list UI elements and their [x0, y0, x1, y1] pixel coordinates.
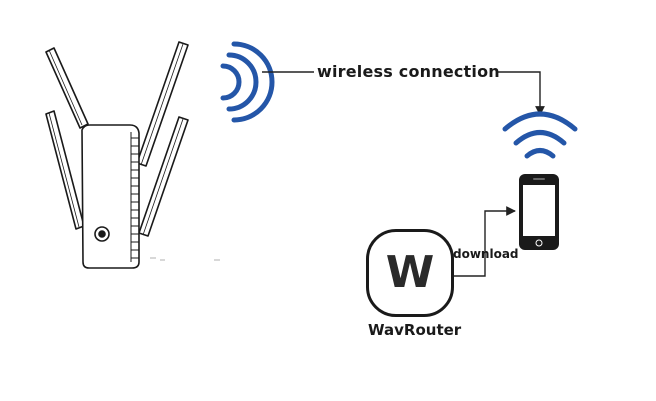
wifi-extender-icon [45, 41, 220, 269]
app-icon: W [366, 229, 454, 317]
wifi-waves-icon [220, 41, 275, 123]
app-name-label: WavRouter [368, 321, 462, 339]
smartphone-icon [519, 174, 559, 250]
connection-label: wireless connection [317, 62, 500, 81]
connection-line [262, 71, 545, 116]
wifi-signal-icon [502, 111, 578, 159]
app-icon-letter: W [385, 247, 435, 298]
download-line [454, 206, 516, 277]
download-label: download [453, 247, 519, 261]
